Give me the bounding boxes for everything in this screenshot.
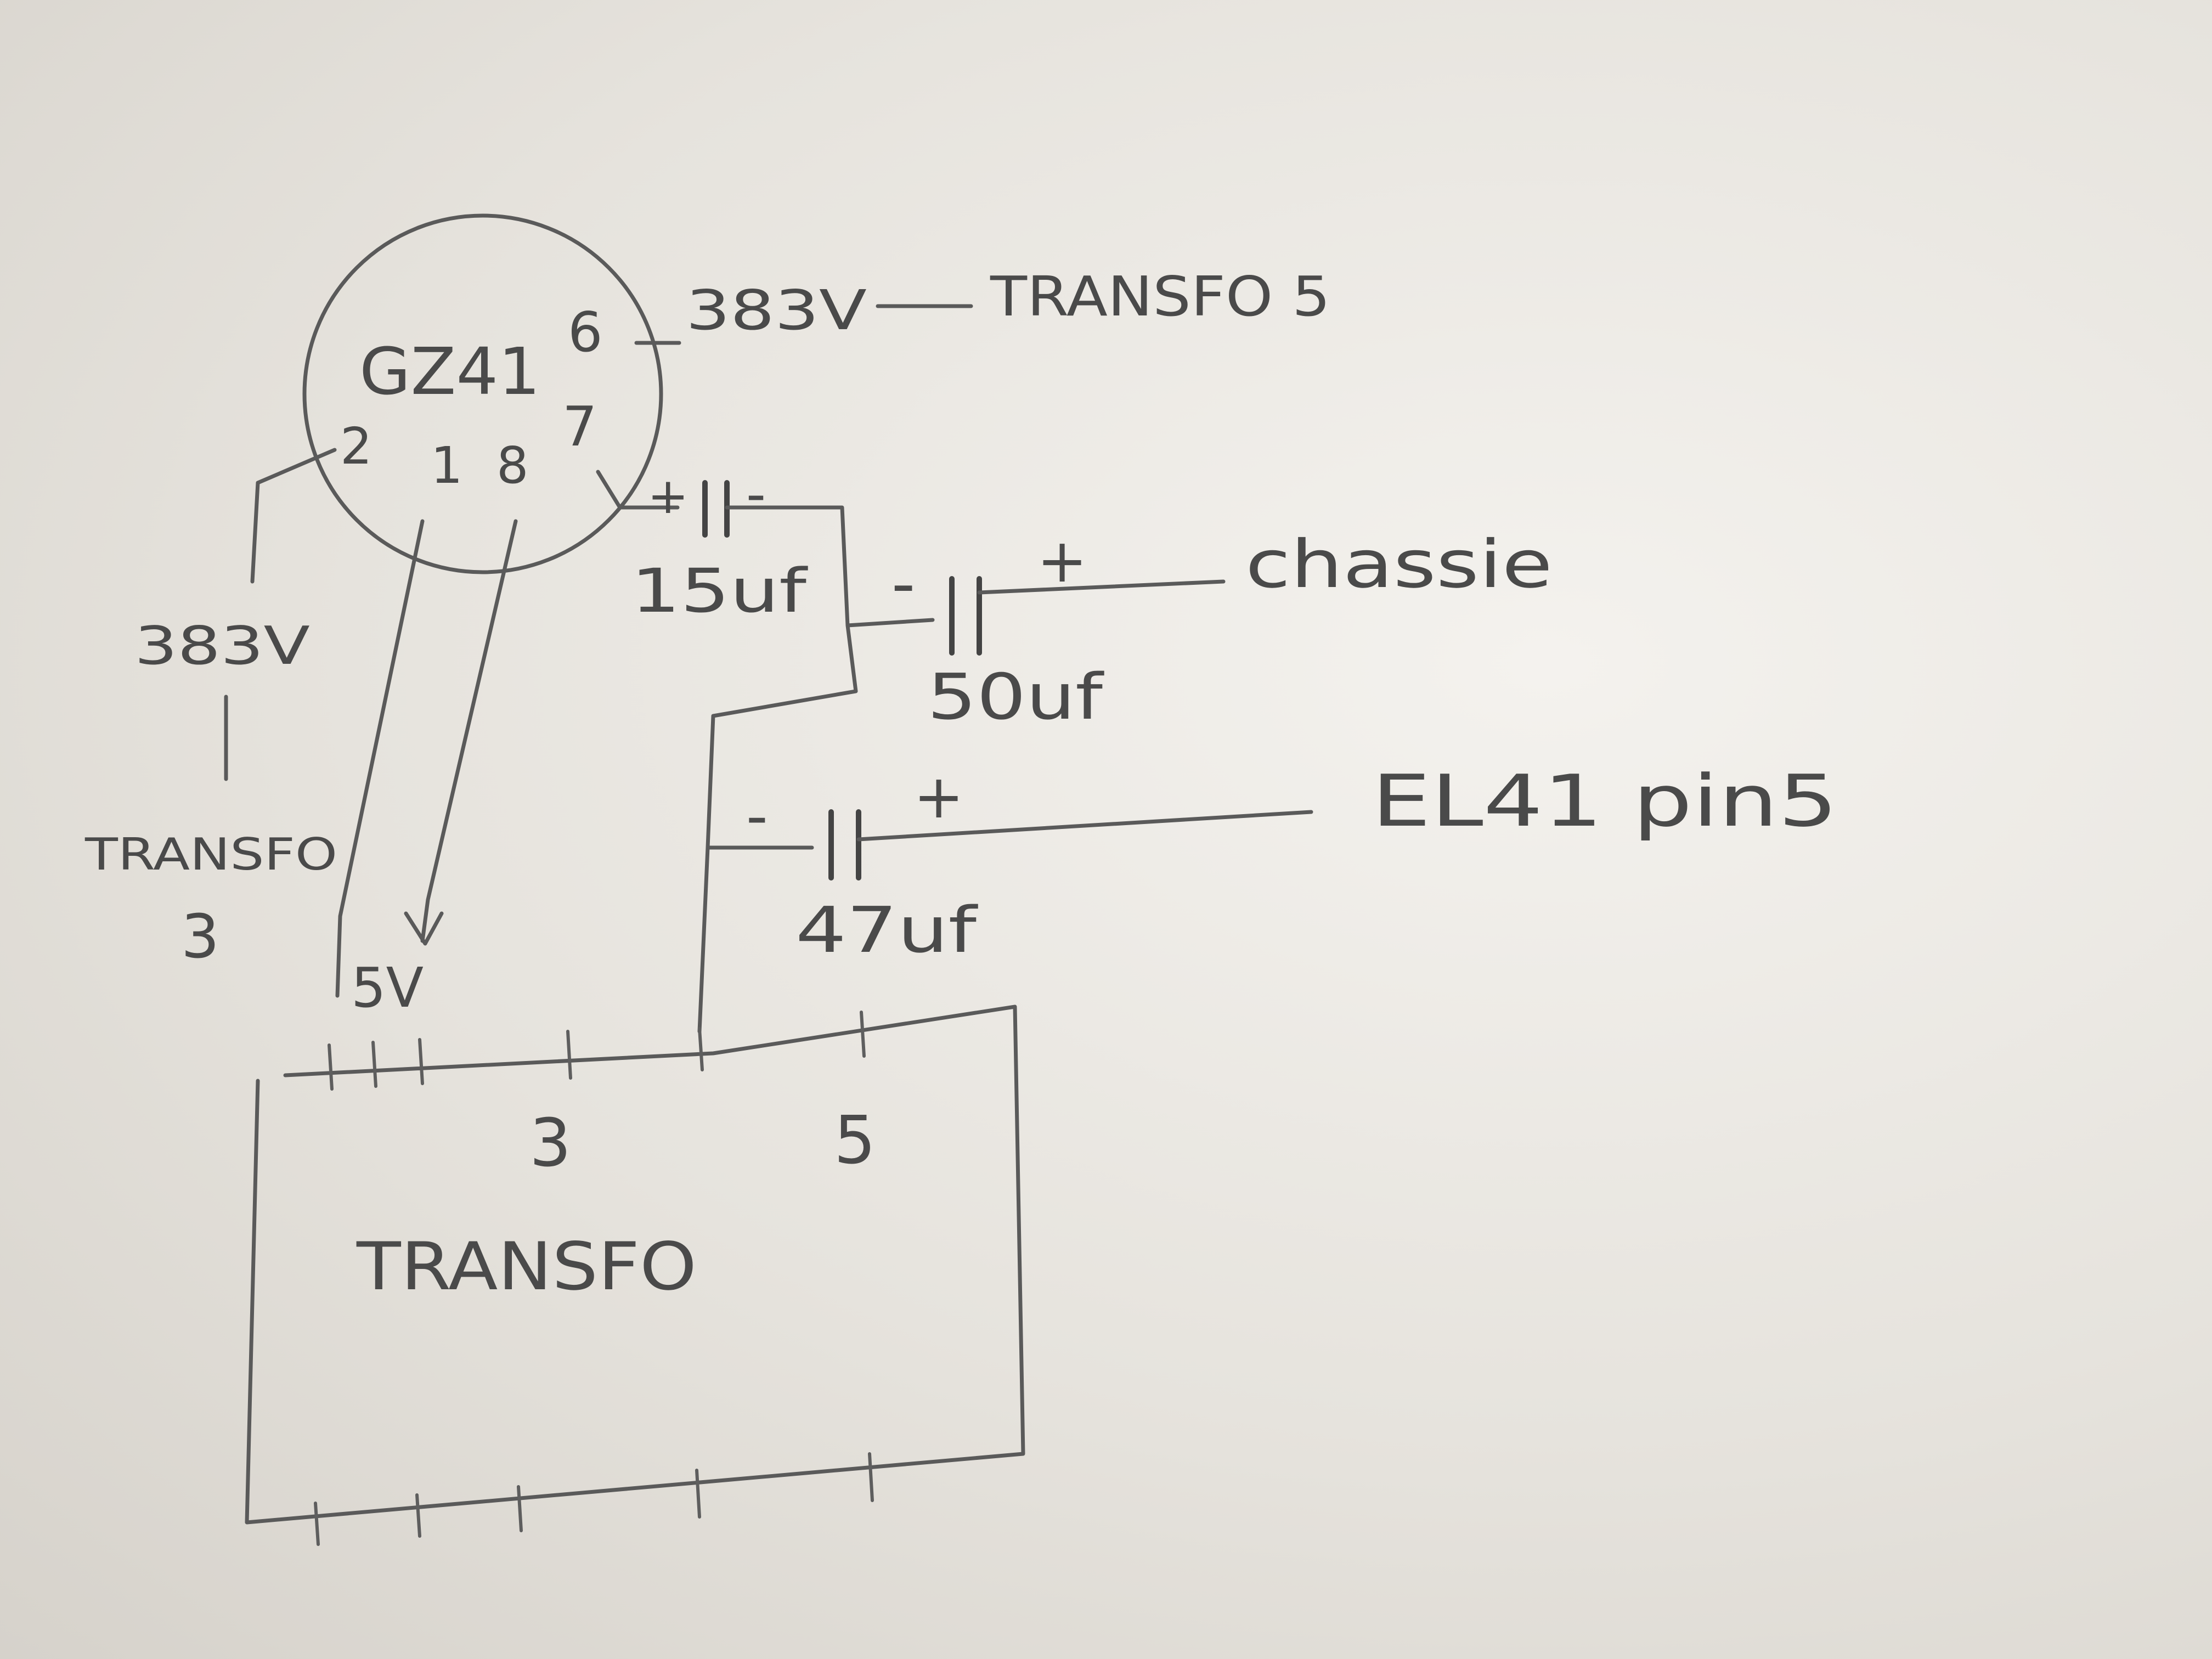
pin2-lead: [250, 448, 337, 584]
pin6-voltage-label: 383V: [686, 278, 867, 342]
tube-pin-1: 1: [431, 436, 463, 495]
bus-to-c50: [845, 618, 935, 628]
c15-minus: -: [746, 462, 766, 526]
c47-value: 47uf: [795, 894, 978, 967]
tube-pin-2: 2: [340, 417, 373, 476]
transformer-bottom-ticks: [314, 1452, 874, 1546]
tube-socket-outline: [302, 213, 663, 574]
tube-pin-6: 6: [568, 300, 603, 364]
heater-voltage-label: 5V: [351, 956, 424, 1020]
c50-minus: -: [891, 546, 915, 622]
c50-value: 50uf: [927, 661, 1104, 734]
transformer-top-ticks: [328, 1011, 866, 1091]
transformer-terminal-3: 3: [529, 1105, 571, 1182]
pin7-lead: [596, 470, 680, 510]
el41-label: EL41 pin5: [1372, 759, 1838, 843]
transformer-label: TRANSFO: [356, 1229, 697, 1305]
c15-value: 15uf: [631, 556, 808, 626]
tube-pin-8: 8: [496, 436, 529, 495]
heater-arrow: [404, 911, 444, 946]
c50-plus: +: [1037, 526, 1087, 596]
c47-lead: [856, 810, 1313, 842]
heater-lead-pin1: [335, 519, 425, 998]
tube-name: GZ41: [359, 334, 540, 409]
left-transfo-number: 3: [181, 901, 219, 972]
transformer-box: [245, 1005, 1025, 1525]
transformer-terminal-5: 5: [834, 1103, 876, 1179]
c15-plus: +: [647, 467, 689, 525]
heater-lead-pin8: [420, 519, 518, 943]
c47-minus: -: [746, 781, 768, 851]
c50-lead: [977, 579, 1226, 595]
left-transfo-label: TRANSFO: [84, 829, 337, 880]
tube-pin-7: 7: [562, 394, 597, 459]
left-voltage-label: 383V: [134, 616, 310, 676]
pin6-target-label: TRANSFO 5: [990, 264, 1330, 329]
c47-plus: +: [913, 761, 964, 832]
chassis-label: chassie: [1245, 527, 1553, 603]
